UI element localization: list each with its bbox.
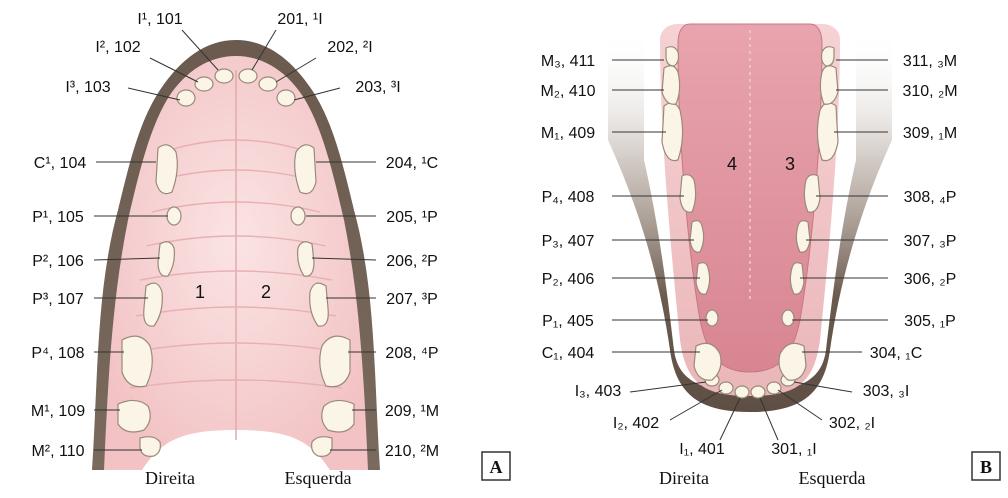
label-210: 210, ²M bbox=[385, 443, 439, 460]
label-207: 207, ³P bbox=[386, 291, 438, 308]
panel-b-lower-jaw bbox=[608, 24, 892, 412]
label-408: P₄, 408 bbox=[542, 189, 595, 206]
label-301: 301, ₁I bbox=[771, 441, 816, 458]
label-110: M², 110 bbox=[31, 443, 84, 460]
label-401: I₁, 401 bbox=[679, 441, 725, 458]
label-304: 304, ₁C bbox=[870, 345, 923, 362]
label-308: 308, ₄P bbox=[904, 189, 957, 206]
label-402: I₂, 402 bbox=[613, 415, 659, 432]
label-204: 204, ¹C bbox=[386, 155, 438, 172]
label-410: M₂, 410 bbox=[540, 83, 595, 100]
panel-a-side-right: Direita bbox=[145, 468, 195, 488]
label-102: I², 102 bbox=[95, 39, 140, 56]
label-409: M₁, 409 bbox=[541, 125, 595, 142]
label-206: 206, ²P bbox=[386, 253, 438, 270]
label-104: C¹, 104 bbox=[34, 155, 87, 172]
panel-b-letter: B bbox=[980, 457, 992, 477]
panel-b-letter-box: B bbox=[972, 452, 1000, 480]
label-108: P⁴, 108 bbox=[31, 345, 84, 362]
label-106: P², 106 bbox=[32, 253, 84, 270]
label-203: 203, ³I bbox=[355, 79, 400, 96]
label-405: P₁, 405 bbox=[542, 313, 594, 330]
panel-b-side-left: Esquerda bbox=[799, 468, 866, 488]
label-209: 209, ¹M bbox=[385, 403, 439, 420]
label-208: 208, ⁴P bbox=[385, 345, 438, 362]
label-201: 201, ¹I bbox=[277, 11, 322, 28]
label-302: 302, ₂I bbox=[829, 415, 875, 432]
label-309: 309, ₁M bbox=[903, 125, 957, 142]
panel-a-side-left: Esquerda bbox=[285, 468, 352, 488]
label-109: M¹, 109 bbox=[31, 403, 85, 420]
label-107: P³, 107 bbox=[32, 291, 84, 308]
panel-b-quadrant-left: 3 bbox=[785, 154, 795, 174]
label-105: P¹, 105 bbox=[32, 209, 84, 226]
panel-a-quadrant-left: 2 bbox=[261, 282, 271, 302]
label-311: 311, ₃M bbox=[903, 53, 957, 70]
label-307: 307, ₃P bbox=[904, 233, 957, 250]
label-310: 310, ₂M bbox=[902, 83, 957, 100]
label-205: 205, ¹P bbox=[386, 209, 438, 226]
label-411: M₃, 411 bbox=[541, 53, 595, 70]
label-306: 306, ₂P bbox=[904, 271, 956, 288]
panel-a-letter: A bbox=[490, 457, 503, 477]
label-101: I¹, 101 bbox=[137, 11, 182, 28]
panel-a-letter-box: A bbox=[482, 452, 510, 480]
label-202: 202, ²I bbox=[327, 39, 372, 56]
panel-b-quadrant-right: 4 bbox=[727, 154, 737, 174]
label-305: 305, ₁P bbox=[904, 313, 956, 330]
label-103: I³, 103 bbox=[65, 79, 110, 96]
label-404: C₁, 404 bbox=[542, 345, 595, 362]
panel-a-upper-jaw bbox=[92, 40, 380, 470]
label-406: P₂, 406 bbox=[542, 271, 595, 288]
label-303: 303, ₃I bbox=[863, 383, 910, 400]
panel-a-quadrant-right: 1 bbox=[195, 282, 205, 302]
label-403: I₃, 403 bbox=[575, 383, 622, 400]
panel-b-side-right: Direita bbox=[659, 468, 709, 488]
label-407: P₃, 407 bbox=[542, 233, 595, 250]
